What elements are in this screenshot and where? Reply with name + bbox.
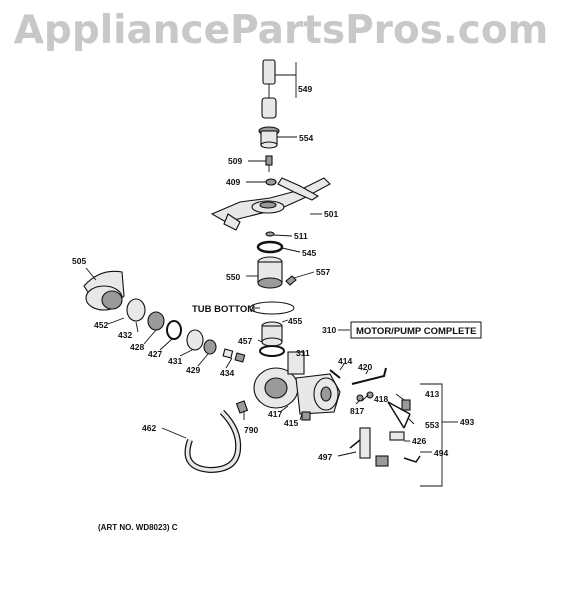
label-557: 557 <box>316 267 330 277</box>
label-415: 415 <box>284 418 298 428</box>
part-501-spray-arm <box>210 177 331 231</box>
part-497-bracket <box>349 427 371 459</box>
label-432: 432 <box>118 330 132 340</box>
label-505: 505 <box>72 256 86 266</box>
part-431-plate <box>186 329 204 351</box>
label-817: 817 <box>350 406 364 416</box>
part-494-terminal <box>403 455 421 463</box>
watermark-text: AppliancePartsPros.com <box>13 8 549 53</box>
label-452: 452 <box>94 320 108 330</box>
label-420: 420 <box>358 362 372 372</box>
part-494-switch <box>375 455 389 467</box>
label-310: 310 <box>322 325 336 335</box>
part-511-washer <box>265 231 275 237</box>
leader-lines <box>85 62 458 487</box>
part-817-grommet <box>356 394 364 402</box>
label-428: 428 <box>130 342 144 352</box>
part-505-housing <box>83 270 125 311</box>
label-550: 550 <box>226 272 240 282</box>
part-457-clamp <box>259 345 285 357</box>
label-414: 414 <box>338 356 352 366</box>
part-545-ring <box>256 240 284 254</box>
tub-bottom-label: TUB BOTTOM <box>192 304 255 315</box>
part-455-sleeve <box>261 321 283 347</box>
label-409: 409 <box>226 177 240 187</box>
label-790: 790 <box>244 425 258 435</box>
label-434: 434 <box>220 368 234 378</box>
part-549-tube <box>261 59 277 119</box>
part-420-rod <box>351 367 387 385</box>
label-417: 417 <box>268 409 282 419</box>
motor-pump-label: MOTOR/PUMP COMPLETE <box>356 326 477 337</box>
label-418: 418 <box>374 394 388 404</box>
part-429-impeller <box>203 339 217 355</box>
label-413: 413 <box>425 389 439 399</box>
label-494: 494 <box>434 448 448 458</box>
label-545: 545 <box>302 248 316 258</box>
label-455: 455 <box>288 316 302 326</box>
part-409-nut <box>265 178 277 186</box>
part-554-hub <box>258 126 280 149</box>
label-501: 501 <box>324 209 338 219</box>
label-553: 553 <box>425 420 439 430</box>
label-311: 311 <box>296 348 310 358</box>
label-554: 554 <box>299 133 313 143</box>
label-549: 549 <box>298 84 312 94</box>
motor-pump-body <box>253 351 341 421</box>
art-number: (ART NO. WD8023) C <box>98 523 178 532</box>
label-462: 462 <box>142 423 156 433</box>
part-557-clip <box>285 275 297 286</box>
part-550-housing <box>257 256 283 289</box>
part-432-ring <box>126 298 146 322</box>
label-429: 429 <box>186 365 200 375</box>
part-790-plug <box>235 400 249 414</box>
label-493: 493 <box>460 417 474 427</box>
label-426: 426 <box>412 436 426 446</box>
part-418-grommet <box>366 391 374 399</box>
label-509: 509 <box>228 156 242 166</box>
part-434-shaft <box>222 348 246 363</box>
part-509-screw <box>265 155 273 172</box>
label-497: 497 <box>318 452 332 462</box>
part-414-screw <box>329 369 341 379</box>
label-427: 427 <box>148 349 162 359</box>
part-426-contact <box>389 431 405 441</box>
part-428-impeller <box>147 311 165 331</box>
label-457: 457 <box>238 336 252 346</box>
tub-bottom-ring <box>249 301 295 315</box>
part-553-bracket <box>387 399 411 429</box>
label-511: 511 <box>294 231 308 241</box>
part-427-seal <box>166 320 182 340</box>
motor-pump-box <box>350 321 482 339</box>
label-431: 431 <box>168 356 182 366</box>
